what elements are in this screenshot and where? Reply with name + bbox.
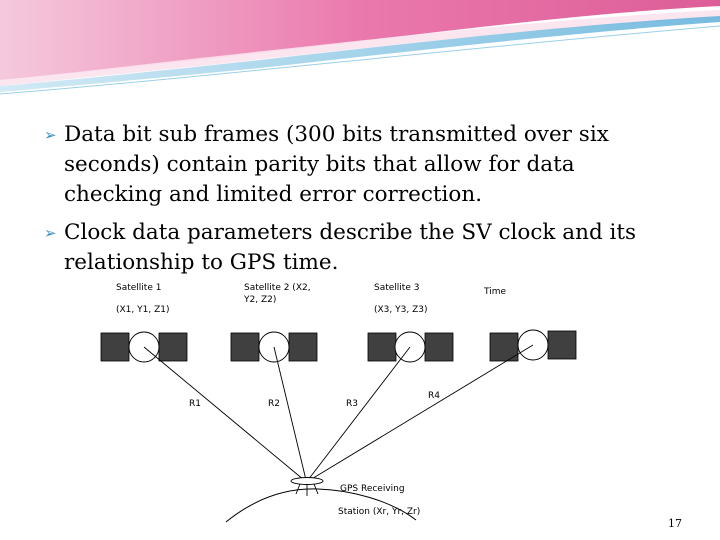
solar-panel-right [547, 330, 577, 360]
range-line-r1 [143, 346, 305, 481]
solar-panel-left [489, 332, 519, 362]
range-line-r4 [309, 344, 534, 481]
bullet-item-data-sub-frames: ➢ Data bit sub frames (300 bits transmit… [44, 120, 684, 210]
solar-panel-left [100, 332, 130, 362]
bullet-line: checking and limited error correction. [64, 182, 483, 207]
range-label-r4: R4 [428, 391, 440, 401]
bullet-line: Clock data parameters describe the SV cl… [64, 220, 637, 245]
bullet-line: seconds) contain parity bits that allow … [64, 152, 575, 177]
solar-panel-left [230, 332, 260, 362]
satellite-3 [367, 331, 454, 363]
header-banner [0, 0, 720, 95]
gps-receiving-station-icon [290, 477, 324, 496]
banner-thin-line [0, 25, 720, 95]
bullet-arrow-icon: ➢ [44, 126, 57, 144]
range-label-r1: R1 [189, 399, 201, 409]
banner-blue-swoosh [0, 16, 720, 92]
satellite-2-coords: Y2, Z2) [243, 295, 276, 305]
satellite-1-coords: (X1, Y1, Z1) [116, 305, 169, 315]
satellite-3-coords: (X3, Y3, Z3) [374, 305, 427, 315]
solar-panel-right [158, 332, 188, 362]
banner-light-band [0, 10, 720, 86]
range-label-r3: R3 [346, 399, 358, 409]
bullet-line: relationship to GPS time. [64, 250, 339, 275]
solar-panel-left [367, 332, 397, 362]
earth-surface-arc [225, 488, 417, 523]
bullet-line: Data bit sub frames (300 bits transmitte… [64, 122, 609, 147]
range-line-r3 [307, 346, 411, 481]
range-label-r2: R2 [268, 399, 280, 409]
solar-panel-right [288, 332, 318, 362]
range-line-r2 [273, 346, 307, 481]
satellite-3-label: Satellite 3 [374, 283, 419, 293]
bullet-item-clock-data: ➢ Clock data parameters describe the SV … [44, 218, 684, 278]
time-label: Time [483, 287, 506, 297]
station-coords: Station (Xr, Yr, Zr) [338, 507, 420, 517]
banner-pink-swoosh [0, 0, 720, 80]
solar-panel-right [424, 332, 454, 362]
page-number: 17 [668, 517, 682, 530]
station-label: GPS Receiving [340, 484, 405, 494]
bullet-arrow-icon: ➢ [44, 224, 57, 242]
satellite-1-label: Satellite 1 [116, 283, 161, 293]
satellite-2-label: Satellite 2 (X2, [244, 283, 311, 293]
